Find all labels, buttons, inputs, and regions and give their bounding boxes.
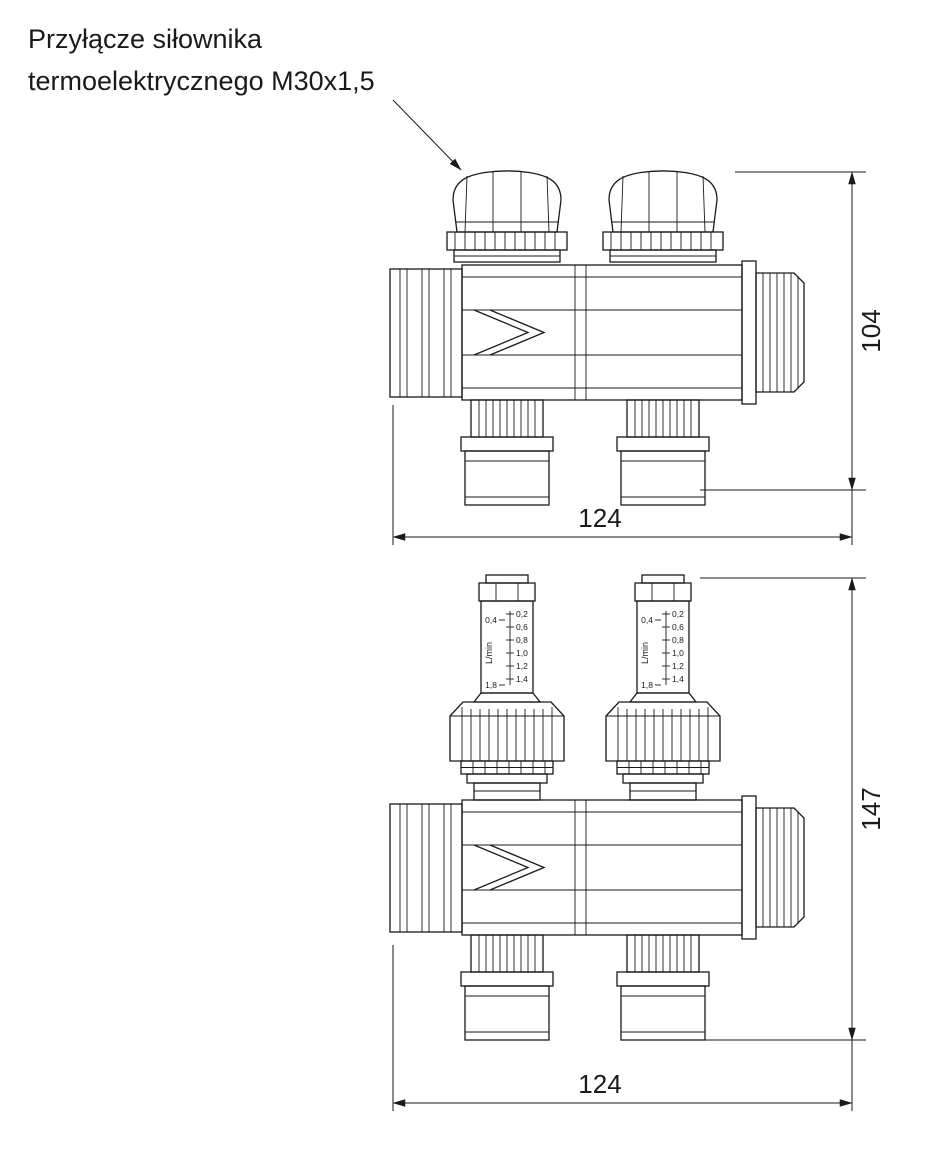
actuator-cap-right bbox=[602, 170, 724, 263]
dimension-width-124-top: 124 bbox=[392, 405, 853, 545]
flow-meter-right bbox=[605, 574, 721, 801]
dimension-width-124-bottom: 124 bbox=[392, 945, 853, 1111]
annotation-callout: Przyłącze siłownika termoelektrycznego M… bbox=[28, 24, 462, 171]
actuator-cap-left bbox=[446, 170, 568, 263]
view-top-with-actuators: 104 124 bbox=[390, 170, 886, 545]
dimension-height-104: 104 bbox=[700, 171, 886, 491]
annotation-line2: termoelektrycznego M30x1,5 bbox=[28, 66, 375, 96]
annotation-line1: Przyłącze siłownika bbox=[28, 24, 263, 54]
dim-label-124-bottom: 124 bbox=[578, 1069, 621, 1099]
annotation-leader-arrow bbox=[392, 99, 462, 171]
dimension-height-147: 147 bbox=[700, 577, 886, 1041]
flow-meter-left bbox=[449, 574, 565, 801]
view-bottom-with-flowmeters: 147 124 bbox=[390, 574, 886, 1111]
dim-label-147: 147 bbox=[856, 787, 886, 830]
manifold-body-top-view bbox=[390, 261, 804, 505]
dim-label-104: 104 bbox=[856, 309, 886, 352]
dim-label-124-top: 124 bbox=[578, 503, 621, 533]
manifold-body-bottom-view bbox=[390, 796, 804, 1040]
